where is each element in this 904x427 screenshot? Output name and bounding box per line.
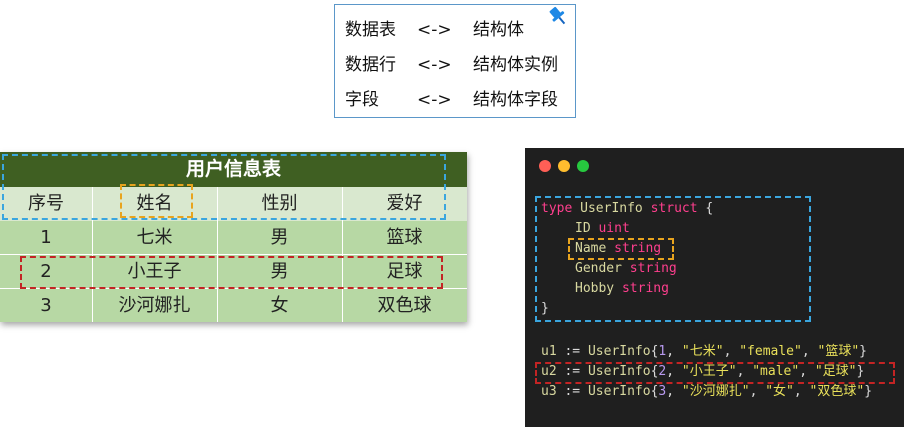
- mapping-left: 字段: [345, 90, 379, 110]
- code-field-name: Hobby: [575, 281, 615, 296]
- code-line: type UserInfo struct {: [541, 199, 713, 219]
- code-brace: }: [541, 301, 549, 316]
- header-cell: 姓名: [136, 193, 173, 214]
- code-field-line: Name string: [575, 239, 661, 259]
- instance-highlight-box: [535, 362, 895, 384]
- mapping-right: 结构体实例: [473, 55, 558, 75]
- table-cell: 七米: [136, 227, 173, 248]
- row-highlight-box: [20, 256, 443, 289]
- code-op: :=: [564, 344, 581, 359]
- mapping-arrow: <->: [417, 90, 452, 110]
- table-cell: 足球: [386, 261, 423, 282]
- code-string: "足球": [814, 364, 857, 379]
- code-instance-line: u3 := UserInfo{3, "沙河娜扎", "女", "双色球"}: [541, 384, 873, 399]
- code-field-name: Gender: [575, 261, 622, 276]
- table-cell: 双色球: [377, 295, 432, 316]
- table-cell: 1: [40, 227, 52, 248]
- code-field-type: string: [614, 241, 662, 256]
- struct-highlight-box: [535, 196, 811, 322]
- code-string: "沙河娜扎": [681, 384, 750, 399]
- code-instance-line: u1 := UserInfo{1, "七米", "female", "篮球"}: [541, 344, 867, 359]
- code-var: u3: [541, 384, 557, 399]
- code-string: "female": [739, 344, 802, 359]
- code-type-ref: UserInfo: [587, 364, 651, 379]
- code-field-name: ID: [575, 221, 591, 236]
- table-body: 1 七米 男 篮球 2 小王子 男 足球 3 沙河娜扎 女 双色球: [0, 221, 467, 322]
- code-line: }: [541, 299, 549, 319]
- table-cell: 女: [270, 295, 289, 316]
- code-field-line: ID uint: [575, 219, 630, 239]
- header-cell: 性别: [261, 193, 298, 214]
- code-window: type UserInfo struct { ID uint Name stri…: [525, 148, 904, 427]
- field-highlight-box: [120, 184, 193, 218]
- table-cell: 男: [270, 227, 289, 248]
- mapping-legend: 数据表 <-> 结构体 数据行 <-> 结构体实例 字段 <-> 结构体字段: [334, 4, 576, 118]
- code-type-ref: UserInfo: [587, 344, 651, 359]
- user-info-table: 用户信息表 序号 姓名 性别 爱好 1 七米 男 篮球 2 小王子 男 足球 3…: [0, 152, 467, 322]
- code-field-line: Hobby string: [575, 279, 669, 299]
- table-cell: 篮球: [386, 227, 423, 248]
- field-code-highlight-box: [568, 238, 674, 260]
- mapping-right: 结构体字段: [473, 90, 558, 110]
- mapping-arrow: <->: [417, 20, 452, 40]
- table-cell: 沙河娜扎: [118, 295, 191, 316]
- pin-icon: [549, 6, 566, 25]
- window-close-icon[interactable]: [539, 160, 551, 172]
- header-cell: 序号: [28, 193, 64, 214]
- code-keyword: struct: [650, 201, 698, 216]
- code-string: "双色球": [809, 384, 865, 399]
- code-field-type: string: [621, 281, 669, 296]
- mapping-left: 数据行: [345, 55, 396, 75]
- mapping-right: 结构体: [473, 20, 524, 40]
- row-divider: [0, 254, 467, 255]
- header-cell: 爱好: [386, 193, 423, 214]
- mapping-left: 数据表: [345, 20, 396, 40]
- code-number: 2: [658, 364, 667, 379]
- code-op: :=: [564, 364, 581, 379]
- code-string: "七米": [681, 344, 724, 359]
- code-field-name: Name: [575, 241, 607, 256]
- code-type-name: UserInfo: [580, 201, 643, 216]
- table-cell: 男: [270, 261, 289, 282]
- table-cell: 小王子: [127, 261, 182, 282]
- code-string: "篮球": [817, 344, 860, 359]
- table-cell: 2: [40, 261, 52, 282]
- code-var: u1: [541, 344, 557, 359]
- column-divider: [92, 187, 93, 322]
- code-string: "小王子": [681, 364, 737, 379]
- column-divider: [217, 187, 218, 322]
- window-maximize-icon[interactable]: [577, 160, 589, 172]
- table-title: 用户信息表: [0, 152, 467, 187]
- code-instance-line: u2 := UserInfo{2, "小王子", "male", "足球"}: [541, 364, 865, 379]
- code-string: "male": [752, 364, 800, 379]
- window-minimize-icon[interactable]: [558, 160, 570, 172]
- code-keyword: type: [541, 201, 573, 216]
- code-field-type: string: [629, 261, 677, 276]
- table-cell: 3: [40, 295, 52, 316]
- table-highlight-box: [2, 154, 446, 220]
- code-string: "女": [765, 384, 794, 399]
- code-number: 3: [658, 384, 667, 399]
- code-var: u2: [541, 364, 557, 379]
- code-op: :=: [564, 384, 581, 399]
- code-field-line: Gender string: [575, 259, 677, 279]
- table-header-row: 序号 姓名 性别 爱好: [0, 187, 467, 221]
- code-number: 1: [658, 344, 667, 359]
- column-divider: [342, 187, 343, 322]
- mapping-arrow: <->: [417, 55, 452, 75]
- code-brace: {: [705, 201, 714, 216]
- code-type-ref: UserInfo: [587, 384, 651, 399]
- code-field-type: uint: [598, 221, 630, 236]
